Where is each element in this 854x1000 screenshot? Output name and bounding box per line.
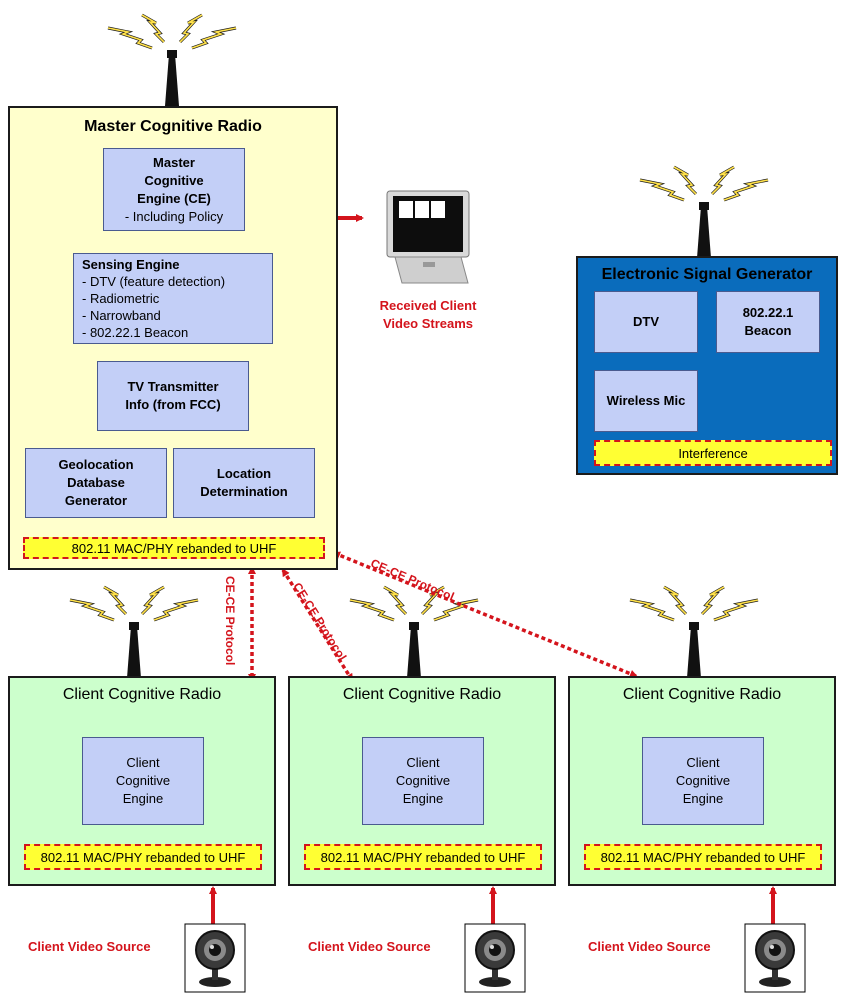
protocol-label-1: CE-CE Protocol xyxy=(223,576,237,666)
sensing-item: - 802.22.1 Beacon xyxy=(82,325,189,340)
video-source-label: Client Video Source xyxy=(308,939,431,954)
signal-generator-title: Electronic Signal Generator xyxy=(601,266,813,283)
wireless-mic-block: Wireless Mic xyxy=(594,370,698,432)
client-mac-bar: 802.11 MAC/PHY rebanded to UHF xyxy=(24,844,262,870)
location-line: Location xyxy=(216,466,272,481)
client-radio-title: Client Cognitive Radio xyxy=(342,686,502,703)
client-radio-title: Client Cognitive Radio xyxy=(622,686,782,703)
beacon-line: 802.22.1 xyxy=(742,305,794,320)
client-engine-line: Engine xyxy=(682,791,724,806)
beacon-block: 802.22.1 Beacon xyxy=(716,291,820,353)
client-engine-line: Client xyxy=(126,755,160,770)
client-engine-block: Client Cognitive Engine xyxy=(642,737,764,825)
client-radio-box-3: Client Cognitive Radio Client Cognitive … xyxy=(568,676,836,886)
webcam-icon xyxy=(184,923,246,993)
client2-antenna xyxy=(348,585,480,680)
location-block: Location Determination xyxy=(173,448,315,518)
client3-antenna xyxy=(628,585,760,680)
ce-link-client3 xyxy=(332,551,638,678)
client-radio-box-1: Client Cognitive Radio Client Cognitive … xyxy=(8,676,276,886)
client-mac-bar: 802.11 MAC/PHY rebanded to UHF xyxy=(584,844,822,870)
tv-info-line: Info (from FCC) xyxy=(125,397,221,412)
sensing-engine-title: Sensing Engine xyxy=(82,257,180,272)
webcam-icon xyxy=(744,923,806,993)
sensing-engine-block: Sensing Engine - DTV (feature detection)… xyxy=(73,253,273,344)
master-radio-box: Master Cognitive Radio Master Cognitive … xyxy=(8,106,338,570)
geolocation-line: Geolocation xyxy=(58,457,134,472)
sensing-item: - Narrowband xyxy=(82,308,161,323)
geolocation-line: Database xyxy=(67,475,125,490)
client-engine-block: Client Cognitive Engine xyxy=(362,737,484,825)
geolocation-block: Geolocation Database Generator xyxy=(25,448,167,518)
generator-antenna xyxy=(638,165,770,260)
engine-title-line: Engine (CE) xyxy=(137,190,211,206)
client-radio-title: Client Cognitive Radio xyxy=(62,686,222,703)
client-engine-line: Client xyxy=(406,755,440,770)
client-engine-line: Cognitive xyxy=(115,773,171,788)
sensing-item: - Radiometric xyxy=(82,291,160,306)
signal-generator-box: Electronic Signal Generator DTV 802.22.1… xyxy=(576,256,838,475)
client-engine-line: Engine xyxy=(122,791,164,806)
engine-title-line: Cognitive xyxy=(144,172,204,188)
client-engine-line: Client xyxy=(686,755,720,770)
client-radio-box-2: Client Cognitive Radio Client Cognitive … xyxy=(288,676,556,886)
engine-title-line: Master xyxy=(153,154,195,170)
wireless-mic-label: Wireless Mic xyxy=(606,393,686,408)
client-engine-line: Engine xyxy=(402,791,444,806)
geolocation-line: Generator xyxy=(64,493,128,508)
client-engine-line: Cognitive xyxy=(675,773,731,788)
master-mac-bar: 802.11 MAC/PHY rebanded to UHF xyxy=(23,537,325,559)
video-source-label: Client Video Source xyxy=(28,939,151,954)
dtv-label: DTV xyxy=(633,314,659,329)
client-mac-bar: 802.11 MAC/PHY rebanded to UHF xyxy=(304,844,542,870)
engine-detail: - Including Policy xyxy=(124,208,224,224)
master-engine-block: Master Cognitive Engine (CE) - Including… xyxy=(103,148,245,231)
received-streams-label: Received Client Video Streams xyxy=(370,297,486,333)
interference-bar: Interference xyxy=(594,440,832,466)
sensing-item: - DTV (feature detection) xyxy=(82,274,226,289)
tv-info-line: TV Transmitter xyxy=(127,379,219,394)
tv-transmitter-block: TV Transmitter Info (from FCC) xyxy=(97,361,249,431)
master-antenna xyxy=(106,13,238,108)
client-engine-line: Cognitive xyxy=(395,773,451,788)
beacon-line: Beacon xyxy=(744,323,792,338)
dtv-block: DTV xyxy=(594,291,698,353)
location-line: Determination xyxy=(200,484,288,499)
received-streams-line: Video Streams xyxy=(382,316,474,331)
monitor-icon xyxy=(386,190,470,284)
master-radio-title: Master Cognitive Radio xyxy=(84,118,262,135)
client1-antenna xyxy=(68,585,200,680)
received-streams-line: Received Client xyxy=(379,298,477,313)
webcam-icon xyxy=(464,923,526,993)
video-source-label: Client Video Source xyxy=(588,939,711,954)
client-engine-block: Client Cognitive Engine xyxy=(82,737,204,825)
